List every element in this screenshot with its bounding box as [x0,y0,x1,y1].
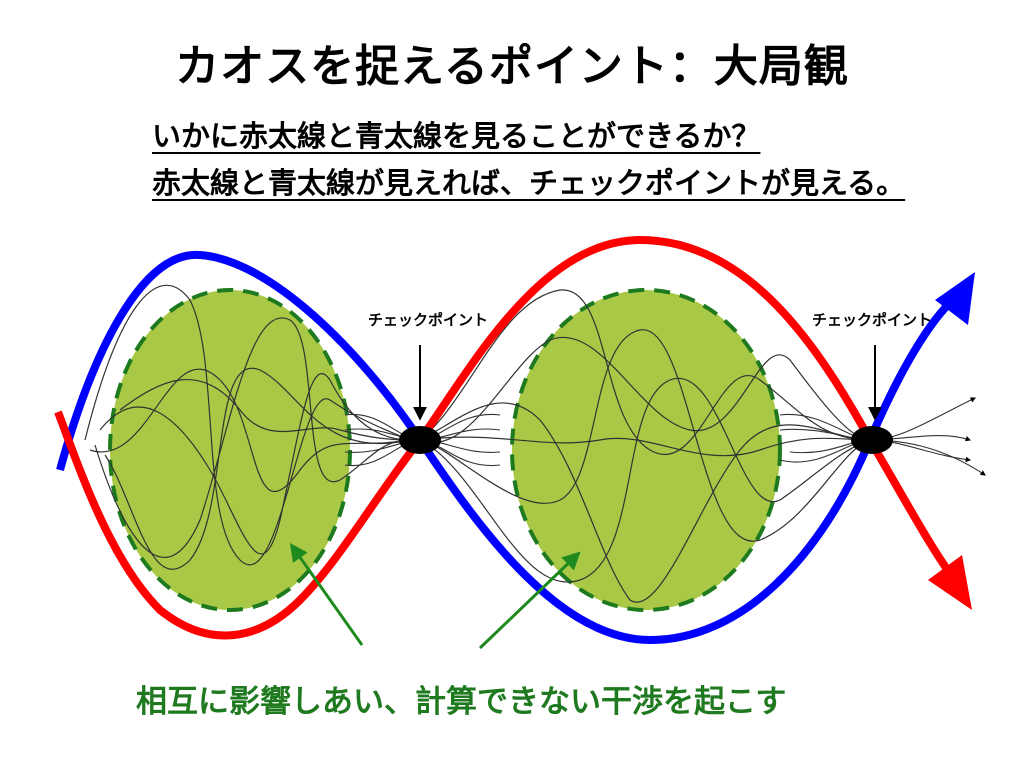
green-pointer-arrow-right [478,551,581,650]
red-thick-line [54,235,959,640]
slide-title: カオスを捉えるポイント：大局観 [175,41,849,92]
checkpoint-label-2: チェックポイント [812,311,932,329]
checkpoint-node-1 [399,426,441,454]
caption-interference: 相互に影響しあい、計算できない干渉を起こす [136,684,787,720]
checkpoint-label-1: チェックポイント [368,311,488,329]
chaos-region-left [108,288,352,612]
chaotic-trajectories-right [419,289,871,603]
subtitle-question: いかに赤太線と青太線を見ることができるか？ [152,119,761,153]
chaos-region-right [510,288,782,612]
chaotic-trajectories-left [84,284,411,570]
checkpoint-node-2 [851,426,893,454]
subtitle-statement: 赤太線と青太線が見えれば、チェックポイントが見える。 [152,166,906,200]
red-arrow-head [928,555,972,610]
green-pointer-arrow-left [289,543,364,646]
blue-arrow-head [935,272,975,325]
